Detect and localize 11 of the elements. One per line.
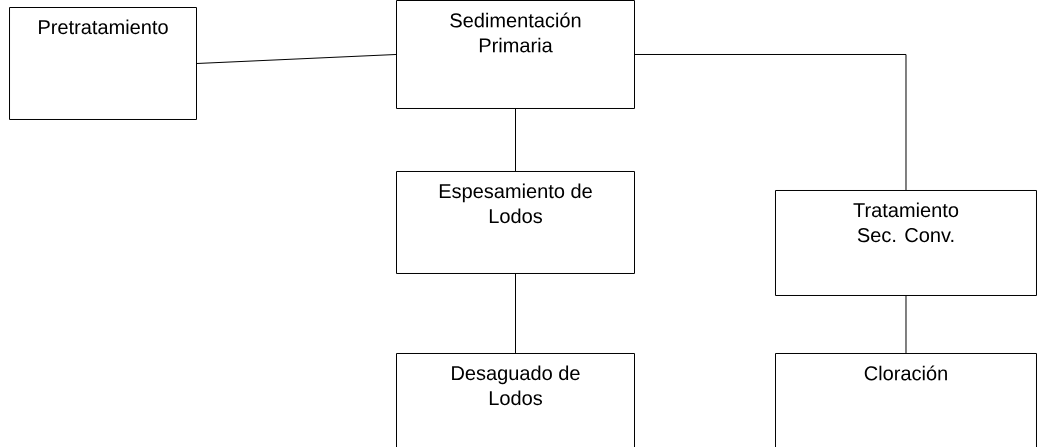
process-box: Sedimentación Primaria [396, 0, 635, 109]
process-box: Pretratamiento [9, 7, 197, 120]
connector-line [634, 54, 907, 191]
connector-line [905, 295, 907, 354]
connector-line [515, 108, 516, 172]
process-box: Tratamiento Sec. Conv. [775, 190, 1037, 296]
connector-line [196, 54, 397, 64]
process-box: Cloración [775, 353, 1037, 447]
connector-line [515, 273, 516, 354]
process-box: Desaguado de Lodos [396, 353, 635, 447]
process-box: Espesamiento de Lodos [396, 171, 635, 274]
